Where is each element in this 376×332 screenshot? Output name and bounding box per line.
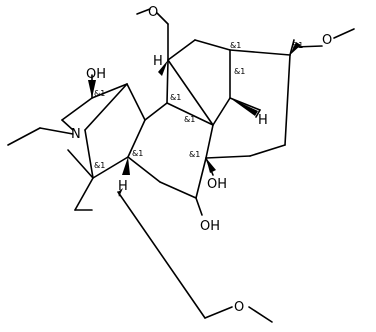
stereo-labels: &1 &1 &1 &1 &1 &1 &1 &1 &1 xyxy=(94,41,303,170)
atom-label-oh-top: OH xyxy=(86,67,106,82)
atom-label-oh-low: OH xyxy=(200,219,220,234)
wedge-bond-h-top xyxy=(158,60,168,76)
stereo-label: &1 xyxy=(132,149,143,158)
atom-label-o-top: O xyxy=(148,5,158,20)
stereo-label: &1 xyxy=(234,67,245,76)
wedge-bond-methoxy-right xyxy=(290,42,301,55)
atom-label-h-left: H xyxy=(118,179,128,194)
wedge-bond-oh-top xyxy=(88,80,96,98)
atom-label-nitrogen: N xyxy=(71,127,81,142)
stereo-label: &1 xyxy=(94,89,105,98)
stereo-label: &1 xyxy=(230,41,241,50)
atom-label-o-bottom: O xyxy=(234,300,244,315)
stereo-label: &1 xyxy=(292,41,303,50)
atom-label-oh-mid: OH xyxy=(207,177,227,192)
stereo-label: &1 xyxy=(184,115,195,124)
stereo-label: &1 xyxy=(170,93,181,102)
stereo-label: &1 xyxy=(94,161,105,170)
wedge-bond-h-left xyxy=(122,157,130,175)
stereo-label: &1 xyxy=(189,150,200,159)
wedge-bond-h-right xyxy=(230,98,258,116)
atom-label-h-top: H xyxy=(153,54,163,69)
atom-label-o-right: O xyxy=(322,33,332,48)
atom-labels: OH N OH OH H H H O O O xyxy=(71,5,332,315)
bonds xyxy=(7,8,355,323)
wedge-bond-oh-mid xyxy=(206,158,216,173)
atom-label-h-right: H xyxy=(258,113,268,128)
wedge-bond-methoxymethyl xyxy=(118,188,123,197)
wedges xyxy=(88,42,301,197)
